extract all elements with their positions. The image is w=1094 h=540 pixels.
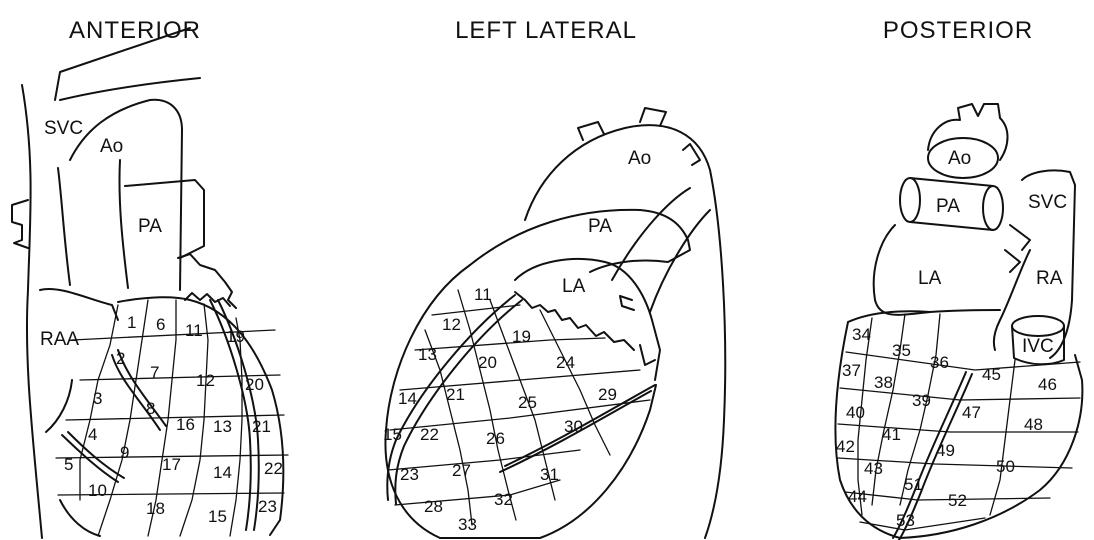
label-la: LA: [562, 276, 586, 297]
label-ra: RA: [1036, 268, 1063, 289]
segment-number: 47: [962, 403, 981, 422]
segment-number: 14: [213, 463, 232, 482]
segment-number: 37: [842, 361, 861, 380]
segment-number: 17: [162, 455, 181, 474]
label-ao: Ao: [628, 148, 651, 169]
segment-number: 19: [512, 327, 531, 346]
posterior-title: POSTERIOR: [883, 17, 1033, 44]
segment-number: 23: [258, 497, 277, 516]
label-ao: Ao: [100, 136, 123, 157]
segment-number: 34: [852, 325, 871, 344]
left-lateral-structure-labels: Ao PA LA: [562, 148, 651, 297]
segment-number: 13: [213, 417, 232, 436]
segment-number: 22: [264, 459, 283, 478]
segment-number: 50: [996, 457, 1015, 476]
segment-number: 6: [156, 315, 165, 334]
segment-number: 16: [176, 415, 195, 434]
segment-number: 21: [446, 385, 465, 404]
anterior-outline: [12, 28, 288, 538]
segment-number: 51: [904, 475, 923, 494]
segment-number: 5: [64, 455, 73, 474]
segment-number: 2: [116, 349, 125, 368]
anterior-structure-labels: SVC Ao PA RAA: [40, 118, 162, 350]
label-pa: PA: [936, 196, 960, 217]
label-ivc: IVC: [1022, 336, 1054, 357]
segment-number: 32: [494, 490, 513, 509]
segment-number: 8: [146, 399, 155, 418]
segment-number: 41: [882, 425, 901, 444]
segment-number: 30: [564, 417, 583, 436]
label-ao: Ao: [948, 148, 971, 169]
segment-number: 48: [1024, 415, 1043, 434]
segment-number: 42: [836, 437, 855, 456]
segment-number: 22: [420, 425, 439, 444]
segment-number: 24: [556, 353, 575, 372]
segment-number: 20: [245, 375, 264, 394]
label-la: LA: [918, 268, 942, 289]
label-svc: SVC: [44, 118, 83, 139]
segment-number: 11: [185, 321, 203, 340]
segment-number: 31: [540, 465, 559, 484]
segment-number: 11: [474, 285, 492, 304]
segment-number: 52: [948, 491, 967, 510]
segment-number: 40: [846, 403, 865, 422]
left-lateral-view: LEFT LATERAL: [383, 17, 725, 538]
left-lateral-title: LEFT LATERAL: [455, 17, 637, 44]
label-pa: PA: [588, 216, 612, 237]
segment-number: 36: [930, 353, 949, 372]
segment-number: 49: [936, 441, 955, 460]
segment-number: 27: [452, 461, 471, 480]
segment-number: 12: [196, 371, 215, 390]
segment-number: 4: [88, 425, 97, 444]
segment-number: 43: [864, 459, 883, 478]
label-raa: RAA: [40, 329, 79, 350]
segment-number: 25: [518, 393, 537, 412]
segment-number: 12: [442, 315, 461, 334]
anterior-view: ANTERIOR: [12, 17, 288, 538]
segment-number: 3: [93, 389, 102, 408]
label-svc: SVC: [1028, 192, 1067, 213]
segment-number: 15: [383, 425, 402, 444]
segment-number: 20: [478, 353, 497, 372]
segment-number: 23: [400, 465, 419, 484]
segment-number: 10: [88, 481, 107, 500]
segment-number: 18: [146, 499, 165, 518]
segment-number: 33: [458, 515, 477, 534]
segment-number: 44: [848, 487, 867, 506]
posterior-view: POSTERIOR: [835, 17, 1082, 540]
segment-number: 26: [486, 429, 505, 448]
posterior-structure-labels: Ao PA SVC LA RA IVC: [918, 148, 1067, 357]
segment-number: 7: [150, 363, 159, 382]
segment-number: 35: [892, 341, 911, 360]
segment-number: 38: [874, 373, 893, 392]
segment-number: 28: [424, 497, 443, 516]
segment-number: 46: [1038, 375, 1057, 394]
segment-number: 39: [912, 391, 931, 410]
segment-number: 45: [982, 365, 1001, 384]
segment-number: 29: [598, 385, 617, 404]
label-pa: PA: [138, 216, 162, 237]
segment-number: 9: [120, 443, 129, 462]
segment-number: 1: [127, 313, 136, 332]
segment-number: 19: [226, 327, 245, 346]
segment-number: 15: [208, 507, 227, 526]
segment-number: 53: [896, 511, 915, 530]
segment-number: 21: [252, 417, 271, 436]
segment-number: 14: [398, 389, 417, 408]
segment-number: 13: [418, 345, 437, 364]
